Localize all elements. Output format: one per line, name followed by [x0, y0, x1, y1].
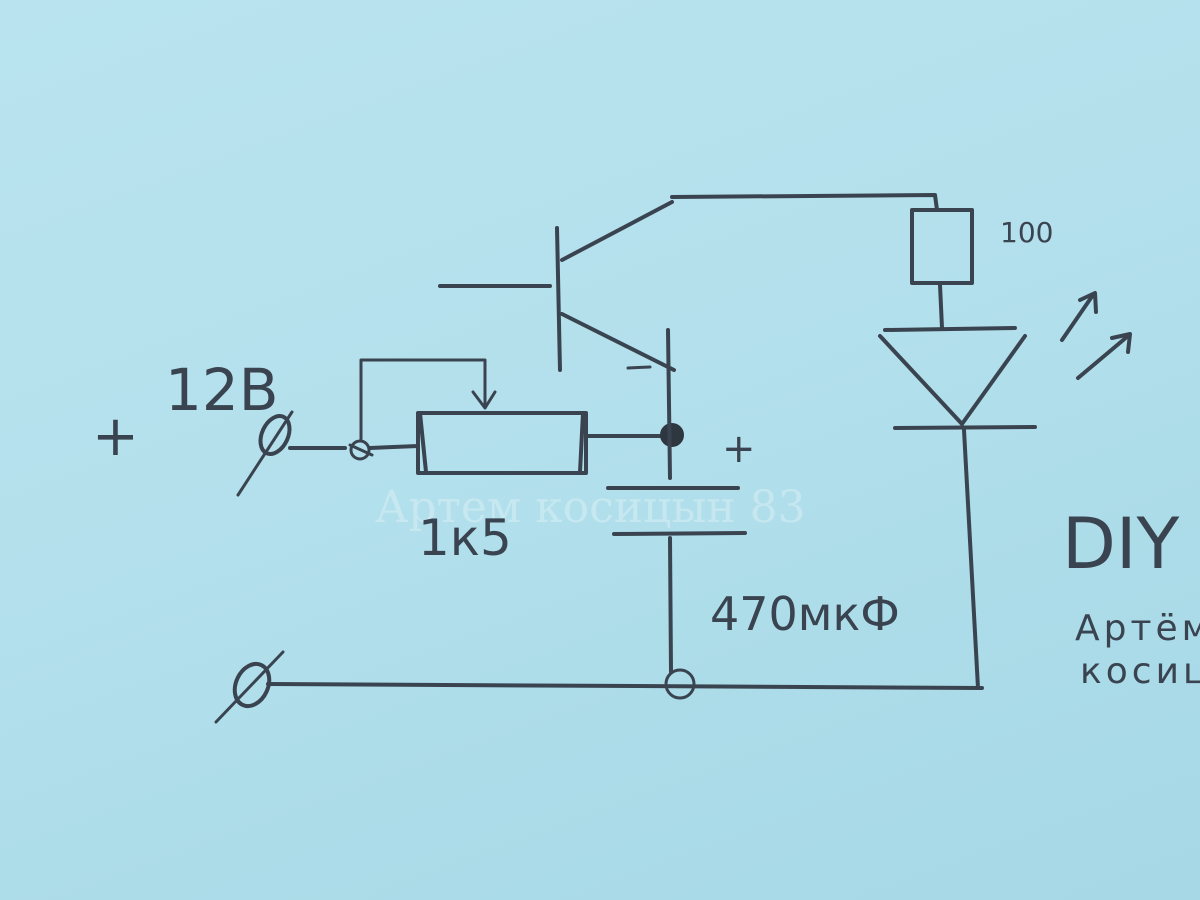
- junction-node-ground: [664, 668, 696, 700]
- supply-voltage-label: 12В: [165, 356, 279, 424]
- wire-led-to-ground: [962, 428, 980, 690]
- watermark-text: Артем косицын 83: [375, 482, 806, 533]
- capacitor-plus-label: +: [722, 426, 756, 472]
- pot-wiper-arrow: [471, 390, 497, 410]
- capacitor: [606, 486, 747, 674]
- wire-collector-to-resistor: [670, 193, 939, 212]
- capacitor-value-label: 470мкФ: [710, 587, 900, 641]
- wire-resistor-to-led: [938, 283, 944, 330]
- transistor: [438, 200, 676, 480]
- junction-node-input: [348, 439, 374, 461]
- positive-terminal: [236, 410, 294, 497]
- wire-to-pot: [368, 444, 420, 450]
- wire-ground-rail: [266, 682, 984, 690]
- side-author-line-2: косицын: [1080, 651, 1200, 692]
- led: [878, 326, 1037, 430]
- resistor-100: [910, 208, 974, 285]
- side-title: DIY: [1062, 503, 1180, 585]
- plus-sign: +: [92, 404, 139, 469]
- junction-dot-emitter: [660, 423, 684, 447]
- side-author-line-1: Артём: [1075, 608, 1200, 649]
- light-emission-arrows-icon: [1060, 291, 1132, 380]
- resistor-value-label: 100: [1000, 216, 1053, 249]
- potentiometer: [416, 411, 588, 475]
- potentiometer-value-label: 1к5: [418, 509, 512, 567]
- pot-wiper-wire: [359, 358, 487, 442]
- negative-terminal: [214, 650, 285, 724]
